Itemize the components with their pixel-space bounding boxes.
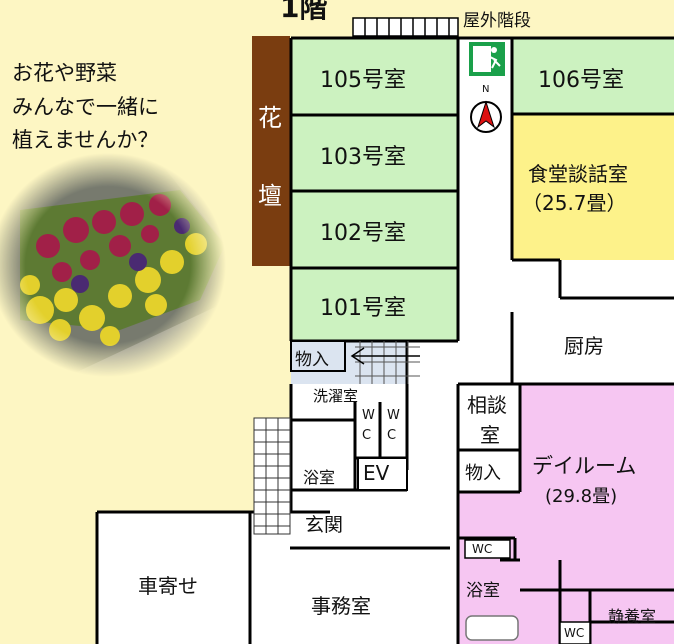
wc-small-label-1: WC bbox=[472, 542, 493, 556]
storage-upper[interactable] bbox=[290, 340, 346, 372]
corridor bbox=[458, 38, 512, 384]
flower-bed-label-1: 花 bbox=[258, 104, 282, 132]
stairs-arrow-icon bbox=[350, 347, 420, 365]
wc-label-2b: C bbox=[387, 428, 397, 443]
elevator-label: EV bbox=[363, 461, 390, 485]
wc-small-label-2: WC bbox=[564, 626, 585, 640]
room-101-label: 101号室 bbox=[320, 296, 406, 321]
bath-right-label: 浴室 bbox=[466, 581, 500, 601]
storage-lower-label: 物入 bbox=[465, 463, 501, 484]
kitchen-label: 厨房 bbox=[564, 334, 604, 358]
wc-label-2a: W bbox=[387, 408, 400, 423]
inner-stairs bbox=[355, 341, 420, 384]
room-102[interactable] bbox=[291, 191, 458, 268]
bathtub bbox=[465, 615, 519, 641]
side-stairs bbox=[253, 417, 291, 535]
dayroom[interactable] bbox=[458, 384, 674, 644]
storage-upper-label: 物入 bbox=[295, 350, 329, 370]
carport[interactable] bbox=[97, 512, 250, 644]
flower-bed bbox=[252, 36, 290, 266]
emergency-exit-icon bbox=[469, 42, 505, 76]
room-105[interactable] bbox=[291, 38, 458, 115]
walls bbox=[95, 36, 674, 644]
dining-label-2: （25.7畳） bbox=[522, 191, 627, 215]
compass-icon bbox=[470, 100, 502, 133]
floor-title: 1階 bbox=[280, 0, 328, 24]
room-103[interactable] bbox=[291, 115, 458, 191]
room-105-label: 105号室 bbox=[320, 68, 406, 93]
promo-line-2: みんなで一緒に bbox=[12, 95, 159, 119]
room-103-label: 103号室 bbox=[320, 145, 406, 170]
promo-line-3: 植えませんか？ bbox=[12, 128, 159, 152]
wc-label-1a: W bbox=[362, 408, 375, 423]
wc-box bbox=[559, 621, 591, 644]
wc-box-upper bbox=[464, 539, 511, 559]
storage-lower[interactable] bbox=[458, 450, 520, 492]
carport-label: 車寄せ bbox=[138, 574, 198, 598]
flower-bed-label-2: 壇 bbox=[258, 182, 282, 210]
dining-room[interactable] bbox=[512, 114, 674, 298]
office-label: 事務室 bbox=[311, 594, 371, 618]
consult-room[interactable] bbox=[458, 384, 520, 450]
room-106-label: 106号室 bbox=[538, 68, 624, 93]
flower-photo bbox=[0, 150, 230, 380]
room-102-label: 102号室 bbox=[320, 221, 406, 246]
laundry-label: 洗濯室 bbox=[313, 387, 359, 405]
promo-line-1: お花や野菜 bbox=[12, 61, 117, 85]
dining-label-1: 食堂談話室 bbox=[528, 162, 628, 186]
room-106[interactable] bbox=[512, 38, 674, 114]
elevator[interactable] bbox=[357, 457, 408, 491]
outdoor-stairs-label: 屋外階段 bbox=[463, 11, 531, 31]
consult-label-1: 相談 bbox=[467, 393, 507, 417]
dayroom-label-1: デイルーム bbox=[532, 454, 637, 478]
kitchen[interactable] bbox=[512, 260, 674, 384]
compass-north-label: N bbox=[482, 84, 490, 95]
dayroom-label-2: (29.8畳) bbox=[545, 486, 618, 507]
room-101[interactable] bbox=[291, 268, 458, 341]
quiet-room-label: 静養室 bbox=[608, 607, 657, 626]
wc-label-1b: C bbox=[362, 428, 372, 443]
consult-label-2: 室 bbox=[480, 423, 500, 447]
outdoor-stairs bbox=[352, 17, 459, 37]
bath-left-label: 浴室 bbox=[303, 468, 336, 487]
entrance-label: 玄関 bbox=[305, 514, 344, 536]
